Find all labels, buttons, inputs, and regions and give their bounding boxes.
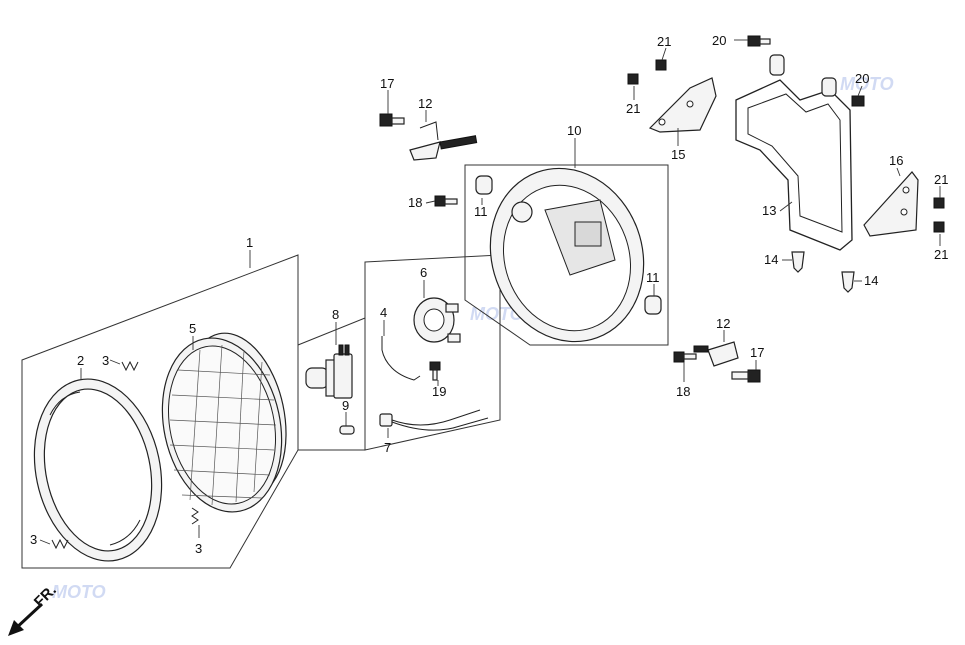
- side-plate: [863, 171, 919, 237]
- callout-12: 12: [716, 316, 730, 331]
- callout-21: 21: [657, 34, 671, 49]
- callout-21: 21: [626, 101, 640, 116]
- callout-20: 20: [712, 33, 726, 48]
- callout-labels: 1 2 3 3 3 4 5 6 7 8 9 10 11 11 12 12 13 …: [30, 33, 948, 556]
- headlight-bulb: [305, 344, 353, 399]
- callout-5: 5: [189, 321, 196, 336]
- callout-16: 16: [889, 153, 903, 168]
- mounting-plate: [648, 77, 717, 133]
- position-bulb: [339, 425, 355, 435]
- cap-nut: [841, 271, 855, 293]
- screw: [434, 195, 458, 207]
- headlight-bracket: [735, 54, 853, 251]
- headlight-lens: [161, 332, 287, 513]
- assembly-box-housing: [464, 164, 669, 346]
- callout-9: 9: [342, 398, 349, 413]
- bulb-socket: [413, 297, 461, 343]
- callout-12: 12: [418, 96, 432, 111]
- bolt: [933, 221, 945, 233]
- screw: [429, 361, 441, 381]
- long-bolt: [439, 135, 478, 150]
- bolt: [655, 59, 667, 71]
- bolt: [731, 369, 761, 383]
- callout-18: 18: [408, 195, 422, 210]
- leader-lines: [39, 39, 941, 545]
- arrow-icon: [8, 620, 24, 636]
- callout-4: 4: [380, 305, 387, 320]
- watermark-text: MOTO: [52, 582, 106, 602]
- callout-20: 20: [855, 71, 869, 86]
- bracket-nut: [409, 121, 441, 161]
- callout-11: 11: [474, 204, 488, 219]
- callout-17: 17: [380, 76, 394, 91]
- spring-clip: [51, 538, 69, 550]
- watermark-group: MOTO MOTO MOTO: [52, 74, 894, 602]
- watermark-text: MOTO: [470, 304, 524, 324]
- callout-17: 17: [750, 345, 764, 360]
- bolt: [627, 73, 639, 85]
- bolt: [933, 197, 945, 209]
- callout-14: 14: [764, 252, 778, 267]
- rubber-collar: [644, 295, 662, 315]
- callout-3: 3: [30, 532, 37, 547]
- spring-clip: [191, 507, 199, 525]
- rubber-collar: [475, 175, 493, 195]
- callout-1: 1: [246, 235, 253, 250]
- callout-21: 21: [934, 172, 948, 187]
- watermark-text: MOTO: [840, 74, 894, 94]
- callout-11: 11: [646, 270, 660, 285]
- callout-3: 3: [102, 353, 109, 368]
- headlight-rim: [33, 378, 163, 562]
- callout-21: 21: [934, 247, 948, 262]
- callout-6: 6: [420, 265, 427, 280]
- assembly-box-socket: [364, 254, 501, 451]
- callout-15: 15: [671, 147, 685, 162]
- callout-19: 19: [432, 384, 446, 399]
- assembly-box-headlight: [21, 254, 299, 569]
- bolt: [747, 35, 771, 47]
- bracket-nut: [693, 341, 739, 367]
- callout-13: 13: [762, 203, 776, 218]
- callout-10: 10: [567, 123, 581, 138]
- callout-2: 2: [77, 353, 84, 368]
- headlight-housing: [489, 167, 645, 343]
- bolt: [851, 95, 865, 107]
- callout-14: 14: [864, 273, 878, 288]
- bulb-retaining-wire: [381, 336, 421, 381]
- callout-3: 3: [195, 541, 202, 556]
- callout-18: 18: [676, 384, 690, 399]
- bolt: [379, 113, 405, 127]
- bulb-wire-harness: [379, 409, 489, 431]
- front-direction-marker: FR.: [8, 582, 60, 636]
- screw: [673, 351, 697, 363]
- callout-7: 7: [384, 440, 391, 455]
- callout-8: 8: [332, 307, 339, 322]
- spring-clip: [121, 360, 139, 372]
- cap-nut: [791, 251, 805, 273]
